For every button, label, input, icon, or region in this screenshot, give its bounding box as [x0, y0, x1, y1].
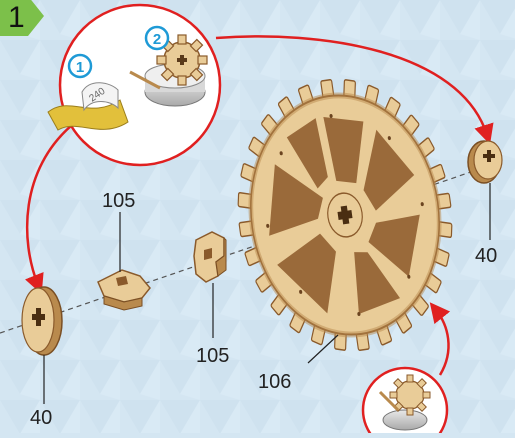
- callout-number-1: 1: [69, 55, 91, 77]
- label-washer-40-left: 40: [30, 407, 52, 429]
- svg-text:2: 2: [153, 31, 161, 48]
- label-connector-105-bottom: 105: [196, 345, 229, 367]
- label-washer-40-right: 40: [475, 245, 497, 267]
- step-number: 1: [8, 1, 25, 34]
- svg-text:1: 1: [76, 59, 84, 76]
- callout-number-2: 2: [146, 27, 168, 49]
- washer-40-left: [22, 287, 62, 355]
- label-connector-105-top: 105: [102, 190, 135, 212]
- label-gear-106: 106: [258, 371, 291, 393]
